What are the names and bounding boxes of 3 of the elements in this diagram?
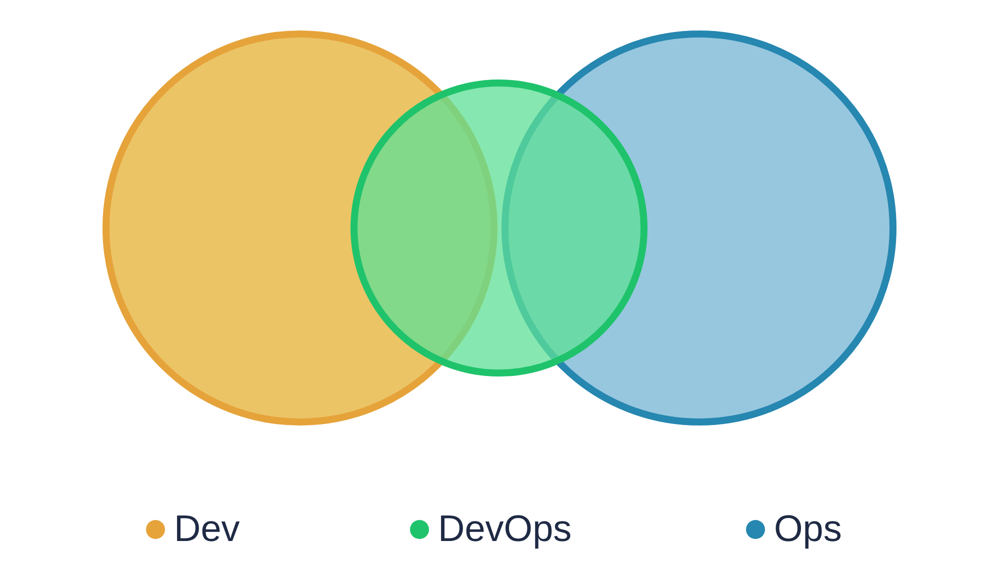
legend-label: Dev (174, 507, 240, 551)
legend-label: Ops (774, 507, 842, 551)
legend-label: DevOps (438, 507, 572, 551)
